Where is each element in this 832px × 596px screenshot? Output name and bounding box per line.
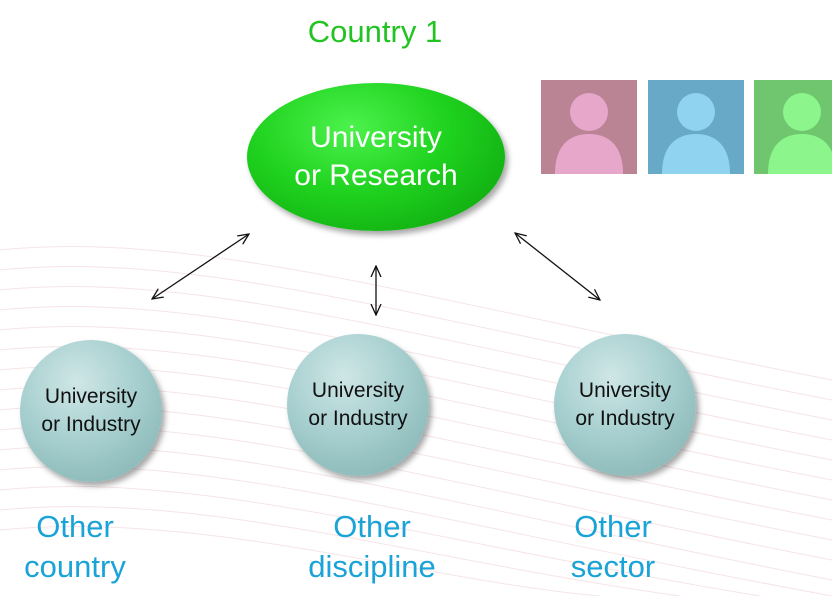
- category-label-country: Other country: [0, 507, 150, 587]
- main-node-line2: or Research: [294, 159, 458, 192]
- person-icon: [648, 80, 744, 174]
- category-line1: Other: [36, 509, 114, 544]
- node-line2: or Industry: [41, 413, 141, 436]
- category-line2: discipline: [308, 549, 436, 584]
- node-other-discipline: University or Industry: [287, 334, 429, 476]
- main-node-line1: University: [310, 121, 442, 154]
- category-line1: Other: [333, 509, 411, 544]
- main-node-university-research: University or Research: [247, 83, 505, 231]
- node-line2: or Industry: [308, 407, 408, 430]
- node-other-country: University or Industry: [20, 340, 162, 482]
- category-line2: country: [24, 549, 126, 584]
- arrow-left: [152, 234, 249, 299]
- node-line1: University: [44, 385, 138, 408]
- person-icon: [754, 80, 832, 174]
- node-line2: or Industry: [575, 407, 675, 430]
- node-line1: University: [578, 379, 672, 402]
- arrow-right: [515, 233, 600, 300]
- country-title: Country 1: [307, 14, 443, 49]
- person-icon: [541, 80, 637, 174]
- category-line2: sector: [570, 549, 656, 584]
- node-other-sector: University or Industry: [554, 334, 696, 476]
- category-label-discipline: Other discipline: [272, 507, 472, 587]
- category-line1: Other: [574, 509, 652, 544]
- category-label-sector: Other sector: [548, 507, 678, 587]
- node-line1: University: [311, 379, 405, 402]
